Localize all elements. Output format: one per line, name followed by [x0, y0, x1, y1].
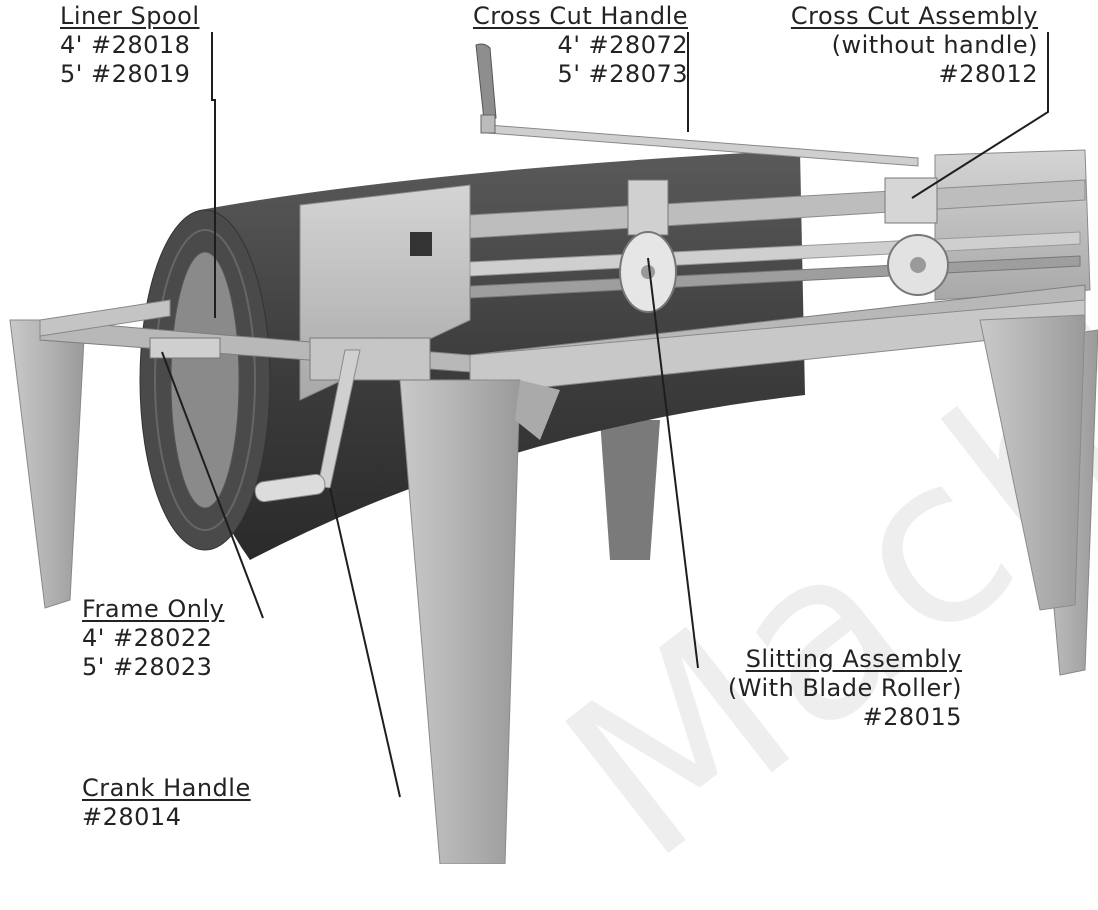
liner-spool-hub	[149, 337, 221, 359]
callout-line: 5' #28073	[557, 60, 688, 88]
label-plate	[410, 232, 432, 256]
callout-crank-handle: Crank Handle #28014	[82, 774, 251, 832]
callout-title: Liner Spool	[60, 2, 200, 30]
callout-line: 4' #28072	[557, 31, 688, 59]
callout-title: Cross Cut Assembly	[790, 2, 1038, 30]
crank-gearbox	[309, 337, 431, 381]
slitting-bracket	[627, 179, 669, 236]
callout-line: (without handle)	[831, 31, 1038, 59]
callout-slitting-assembly: Slitting Assembly (With Blade Roller) #2…	[690, 645, 962, 732]
leader-frame-only	[161, 351, 264, 619]
callout-title: Slitting Assembly	[745, 645, 962, 673]
leader-lines	[161, 32, 1049, 798]
callout-title: Crank Handle	[82, 774, 251, 802]
leader-liner-spool	[211, 32, 216, 318]
callout-title: Cross Cut Handle	[472, 2, 688, 30]
front-leg-right	[979, 314, 1086, 611]
callout-line: 5' #28019	[60, 60, 191, 88]
diagram-stage: Machin	[9, 2, 1098, 910]
machine-illustration	[9, 43, 1098, 864]
leader-slitting-assembly	[647, 257, 699, 669]
rear-foot	[600, 420, 660, 560]
callout-line: #28015	[862, 703, 962, 731]
callout-cross-cut-assembly: Cross Cut Assembly (without handle) #280…	[740, 2, 1038, 89]
cross-cut-carriage	[884, 177, 938, 224]
callout-liner-spool: Liner Spool 4' #28018 5' #28019	[60, 2, 200, 89]
cross-cut-handle-grip	[475, 43, 497, 121]
callout-frame-only: Frame Only 4' #28022 5' #28023	[82, 595, 224, 682]
leader-cross-cut-assembly	[911, 32, 1049, 199]
leg-brace	[515, 380, 560, 440]
front-leg-left	[399, 379, 521, 864]
callout-line: 4' #28018	[60, 31, 191, 59]
callout-line: 5' #28023	[82, 653, 213, 681]
callout-line: #28014	[82, 803, 182, 831]
callout-line: (With Blade Roller)	[727, 674, 962, 702]
callout-title: Frame Only	[82, 595, 225, 623]
callout-line: #28012	[938, 60, 1038, 88]
leader-crank-handle	[329, 487, 401, 798]
frame-rail-left	[39, 299, 171, 337]
callout-cross-cut-handle: Cross Cut Handle 4' #28072 5' #28073	[422, 2, 688, 89]
callout-line: 4' #28022	[82, 624, 213, 652]
crank-grip	[254, 473, 326, 503]
